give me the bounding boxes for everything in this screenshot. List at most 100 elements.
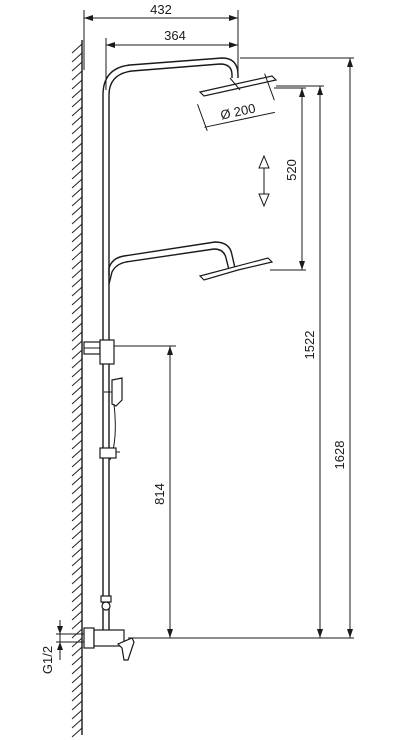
hatch-line xyxy=(71,205,83,216)
hatch-line xyxy=(71,439,83,450)
dim-label-364: 364 xyxy=(164,28,186,43)
dimension-arm-total-width: 432 xyxy=(83,2,239,75)
dim-label-1628: 1628 xyxy=(332,441,347,470)
hatch-line xyxy=(71,142,83,153)
hatch-line xyxy=(71,115,83,126)
hatch-line xyxy=(71,250,83,261)
hatch-line xyxy=(71,178,83,189)
dimension-mixer-height: 814 xyxy=(114,345,176,638)
hatch-line xyxy=(71,403,83,414)
hatch-line xyxy=(71,727,83,738)
hatch-line xyxy=(71,151,83,162)
hatch-line xyxy=(71,529,83,540)
top-shower-head xyxy=(198,75,278,97)
hatch-line xyxy=(71,313,83,324)
wall-hatching xyxy=(71,43,83,738)
dim-label-520: 520 xyxy=(284,159,299,181)
hatch-line xyxy=(71,259,83,270)
hatch-line xyxy=(71,106,83,117)
hatch-line xyxy=(71,430,83,441)
hatch-line xyxy=(71,565,83,576)
hatch-line xyxy=(71,160,83,171)
mixer xyxy=(76,627,135,661)
hand-shower xyxy=(111,377,123,407)
shower-column xyxy=(83,57,278,640)
hatch-line xyxy=(71,385,83,396)
hatch-line xyxy=(71,583,83,594)
slider xyxy=(99,447,117,459)
hatch-line xyxy=(71,394,83,405)
mixer-escutcheon xyxy=(83,627,95,649)
hatch-line xyxy=(71,520,83,531)
dimension-head-diameter: Ø 200 xyxy=(197,73,275,131)
hatch-line xyxy=(71,304,83,315)
hatch-line xyxy=(71,646,83,657)
dimension-slide-range: 520 xyxy=(270,87,306,271)
hatch-line xyxy=(71,169,83,180)
hatch-line xyxy=(71,556,83,567)
hatch-line xyxy=(71,286,83,297)
hatch-line xyxy=(71,376,83,387)
hatch-line xyxy=(71,331,83,342)
dim-label-432: 432 xyxy=(150,2,172,17)
hatch-line xyxy=(71,484,83,495)
hatch-line xyxy=(71,511,83,522)
hatch-line xyxy=(71,124,83,135)
hatch-line xyxy=(71,610,83,621)
double-arrow-vertical-icon xyxy=(258,154,270,208)
hatch-line xyxy=(71,223,83,234)
dim-label-814: 814 xyxy=(152,483,167,505)
dimension-head-height: 1522 xyxy=(276,85,324,638)
hatch-line xyxy=(71,619,83,630)
hatch-line xyxy=(71,673,83,684)
hatch-line xyxy=(71,88,83,99)
hatch-line xyxy=(71,412,83,423)
mixer-body xyxy=(93,629,125,647)
hatch-line xyxy=(71,340,83,351)
hatch-line xyxy=(71,700,83,711)
hatch-line xyxy=(71,277,83,288)
hatch-line xyxy=(71,358,83,369)
hatch-line xyxy=(71,448,83,459)
hatch-line xyxy=(71,214,83,225)
hatch-line xyxy=(71,61,83,72)
hatch-line xyxy=(71,43,83,54)
hatch-line xyxy=(71,196,83,207)
hatch-line xyxy=(71,367,83,378)
dim-label-diameter: Ø 200 xyxy=(219,100,257,122)
hatch-line xyxy=(71,493,83,504)
hatch-line xyxy=(71,79,83,90)
hatch-line xyxy=(71,538,83,549)
hatch-line xyxy=(71,97,83,108)
hatch-line xyxy=(71,592,83,603)
hatch-line xyxy=(71,682,83,693)
hatch-line xyxy=(71,133,83,144)
hatch-line xyxy=(71,241,83,252)
hatch-line xyxy=(71,457,83,468)
dim-label-g12: G1/2 xyxy=(40,646,55,674)
hatch-line xyxy=(71,718,83,729)
hatch-line xyxy=(71,70,83,81)
hatch-line xyxy=(71,475,83,486)
dimension-connection-thread: G1/2 xyxy=(40,620,76,674)
hatch-line xyxy=(71,322,83,333)
hatch-line xyxy=(71,655,83,666)
hatch-line xyxy=(71,574,83,585)
hatch-line xyxy=(71,349,83,360)
hatch-line xyxy=(71,601,83,612)
lower-shower-head xyxy=(198,257,274,281)
hatch-line xyxy=(71,52,83,63)
hatch-line xyxy=(71,232,83,243)
hatch-line xyxy=(71,295,83,306)
dimension-arm-inner-width: 364 xyxy=(105,28,239,90)
hatch-line xyxy=(71,502,83,513)
hatch-line xyxy=(71,466,83,477)
hatch-line xyxy=(71,547,83,558)
dim-label-1522: 1522 xyxy=(302,331,317,360)
hatch-line xyxy=(71,187,83,198)
hatch-line xyxy=(71,268,83,279)
hatch-line xyxy=(71,421,83,432)
hatch-line xyxy=(71,691,83,702)
outlet-connector xyxy=(101,601,111,611)
